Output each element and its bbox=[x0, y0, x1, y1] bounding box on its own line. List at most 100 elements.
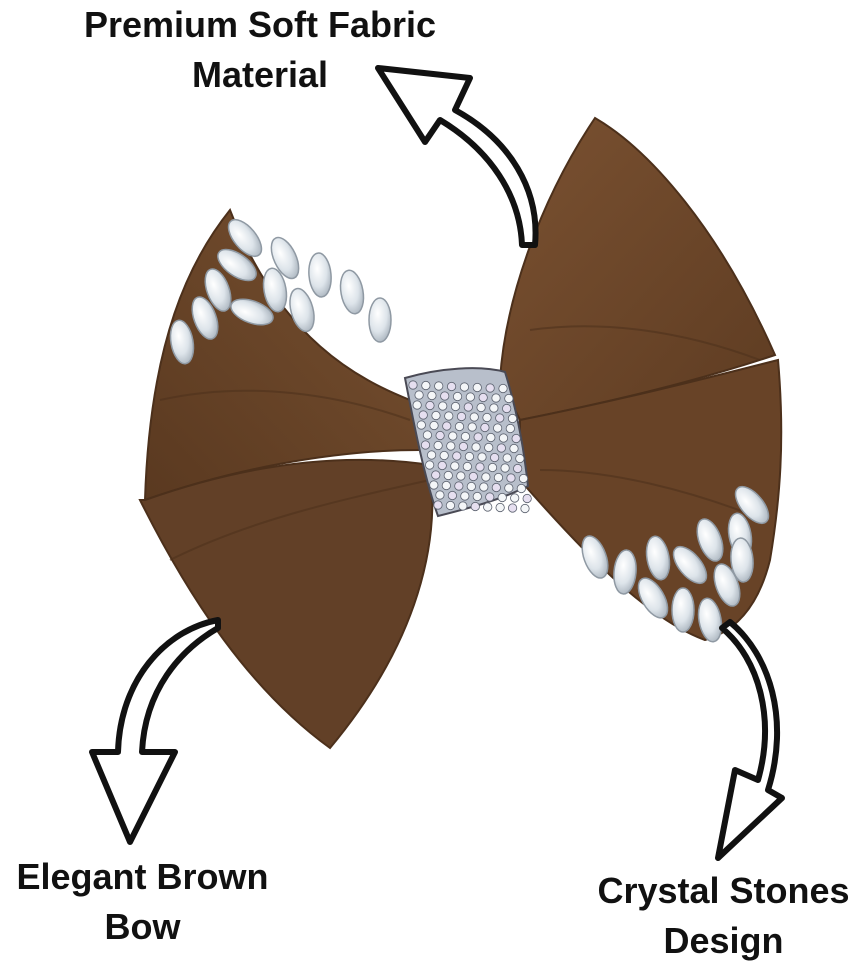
knot-rhinestone bbox=[460, 431, 471, 442]
knot-rhinestone bbox=[520, 503, 530, 514]
knot-rhinestone bbox=[481, 472, 491, 482]
knot-rhinestone bbox=[438, 401, 448, 411]
knot-rhinestone bbox=[456, 471, 466, 481]
crystal-stone bbox=[672, 545, 708, 585]
knot-rhinestone bbox=[493, 472, 504, 483]
knot-rhinestone bbox=[427, 390, 437, 401]
crystal-stone bbox=[339, 269, 365, 315]
crystal-stone bbox=[270, 236, 300, 280]
knot-rhinestone bbox=[447, 490, 457, 501]
knot-rhinestone bbox=[431, 410, 441, 421]
knot-rhinestone bbox=[435, 430, 445, 441]
knot-rhinestone bbox=[510, 493, 520, 503]
knot-rhinestone bbox=[463, 402, 473, 412]
knot-rhinestone bbox=[412, 400, 422, 410]
knot-rhinestone bbox=[458, 501, 468, 511]
knot-rhinestone bbox=[509, 443, 519, 454]
knot-rhinestone bbox=[502, 453, 512, 463]
knot-rhinestone bbox=[518, 473, 529, 484]
knot-rhinestone bbox=[446, 381, 457, 392]
knot-rhinestone bbox=[446, 441, 456, 451]
knot-rhinestone bbox=[429, 420, 439, 431]
crystal-stone bbox=[730, 537, 754, 583]
knot-rhinestone bbox=[444, 411, 454, 421]
knot-rhinestone bbox=[479, 482, 489, 492]
knot-rhinestone bbox=[434, 381, 444, 391]
knot-rhinestone bbox=[422, 430, 433, 440]
knot-rhinestone bbox=[471, 442, 481, 452]
label-elegant-bow: Elegant Brown Bow bbox=[0, 852, 285, 952]
knot-rhinestone bbox=[459, 382, 470, 392]
crystal-stone bbox=[217, 248, 257, 282]
knot-rhinestone bbox=[465, 392, 475, 402]
knot-rhinestone bbox=[464, 451, 475, 462]
knot-rhinestone bbox=[487, 462, 498, 473]
knot-rhinestone bbox=[472, 491, 482, 502]
knot-rhinestone bbox=[472, 382, 482, 393]
label-crystal-stones-line2: Design bbox=[663, 920, 784, 961]
knot-rhinestone bbox=[485, 492, 495, 502]
knot-rhinestone bbox=[418, 410, 428, 420]
crystal-stone bbox=[671, 587, 695, 633]
knot-rhinestone bbox=[507, 503, 518, 513]
knot-rhinestone bbox=[475, 462, 485, 472]
knot-rhinestone bbox=[452, 391, 463, 402]
label-premium-fabric: Premium Soft Fabric Material bbox=[40, 0, 480, 100]
arrow-to-bow bbox=[89, 617, 221, 845]
knot-rhinestone bbox=[515, 453, 525, 464]
knot-rhinestone bbox=[425, 400, 435, 411]
knot-rhinestone bbox=[511, 433, 521, 444]
label-elegant-bow-line1: Elegant Brown bbox=[16, 856, 269, 897]
knot-rhinestone bbox=[489, 403, 499, 413]
knot-rhinestone bbox=[439, 450, 449, 461]
knot-rhinestone bbox=[470, 501, 480, 512]
knot-rhinestone bbox=[473, 432, 483, 442]
knot-rhinestone bbox=[482, 412, 492, 423]
crystal-stone bbox=[262, 267, 288, 313]
knot-rhinestone bbox=[504, 483, 514, 493]
knot-rhinestone bbox=[414, 390, 424, 400]
crystal-stone bbox=[713, 563, 741, 607]
knot-rhinestone bbox=[497, 492, 507, 503]
arrow-to-crystals bbox=[715, 619, 785, 861]
knot-rhinestone bbox=[454, 421, 465, 432]
knot-rhinestone bbox=[454, 481, 464, 491]
knot-rhinestone bbox=[462, 461, 472, 472]
knot-rhinestone bbox=[498, 383, 508, 394]
knot-rhinestone bbox=[486, 432, 496, 443]
knot-rhinestone bbox=[437, 460, 447, 471]
crystal-stone bbox=[734, 485, 770, 525]
knot-rhinestone bbox=[516, 483, 526, 494]
knot-rhinestone bbox=[442, 421, 452, 431]
knot-rhinestone bbox=[445, 500, 456, 511]
knot-rhinestone bbox=[443, 470, 453, 481]
knot-rhinestone bbox=[450, 461, 460, 471]
crystal-stone bbox=[169, 319, 195, 365]
knot-rhinestone bbox=[441, 480, 451, 491]
knot-rhinestone bbox=[408, 380, 418, 390]
arrow-to-fabric bbox=[375, 65, 539, 248]
crystal-stone bbox=[581, 535, 609, 579]
knot-rhinestone bbox=[433, 440, 443, 451]
knot-rhinestone bbox=[466, 481, 476, 492]
crystal-stone bbox=[613, 549, 637, 595]
knot-rhinestone bbox=[498, 433, 509, 443]
knot-rhinestones bbox=[408, 380, 532, 514]
knot-rhinestone bbox=[431, 470, 441, 480]
knot-rhinestone bbox=[425, 460, 435, 470]
crystal-stone bbox=[637, 577, 669, 619]
knot-rhinestone bbox=[426, 450, 437, 460]
knot-rhinestone bbox=[448, 431, 458, 441]
knot-rhinestone bbox=[496, 443, 506, 453]
knot-rhinestone bbox=[513, 463, 523, 474]
crystal-stone bbox=[191, 296, 219, 340]
knot-rhinestone bbox=[433, 500, 443, 510]
label-elegant-bow-line2: Bow bbox=[104, 906, 181, 947]
knot-rhinestone bbox=[469, 412, 479, 422]
knot-rhinestone bbox=[478, 392, 488, 403]
knot-rhinestone bbox=[460, 491, 470, 501]
knot-rhinestone bbox=[495, 413, 505, 423]
knot-rhinestone bbox=[506, 473, 516, 483]
label-crystal-stones: Crystal Stones Design bbox=[580, 866, 867, 966]
crystal-stone bbox=[289, 287, 315, 333]
